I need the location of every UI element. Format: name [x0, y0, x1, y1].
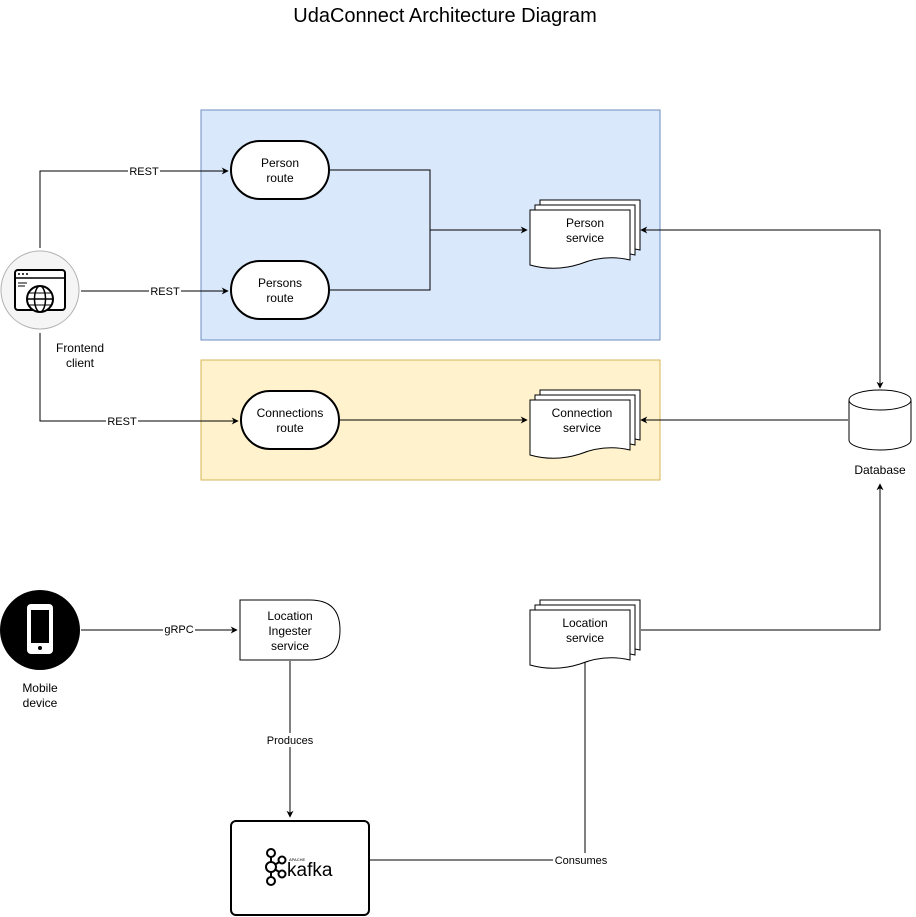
- person-route-line2: route: [266, 171, 294, 185]
- connection-service-node[interactable]: Connection service: [529, 389, 641, 459]
- edge-rest-person-route: REST: [39, 165, 229, 248]
- database-label: Database: [854, 463, 906, 477]
- edge-person-route-to-service: [330, 169, 528, 234]
- persons-route-node[interactable]: Persons route: [230, 260, 330, 320]
- mobile-device-line2: device: [23, 696, 58, 710]
- location-service-line1: Location: [562, 616, 607, 630]
- connections-route-line2: route: [276, 421, 304, 435]
- edge-label-grpc: gRPC: [164, 624, 193, 636]
- frontend-client-node[interactable]: Frontend client: [0, 250, 104, 370]
- edge-label-produces: Produces: [267, 735, 314, 747]
- persons-route-line1: Persons: [258, 276, 302, 290]
- connection-service-line2: service: [563, 421, 601, 435]
- edge-location-service-to-database: [641, 483, 884, 631]
- location-ingester-node[interactable]: Location Ingester service: [239, 599, 341, 661]
- edge-label-rest-persons: REST: [150, 286, 180, 298]
- edge-rest-connections-route: REST: [39, 333, 239, 428]
- diagram-title: UdaConnect Architecture Diagram: [293, 5, 596, 27]
- kafka-node[interactable]: APACHE kafka: [230, 820, 370, 916]
- person-service-line1: Person: [566, 216, 604, 230]
- person-service-node[interactable]: Person service: [529, 199, 641, 269]
- edge-consumes-kafka-location: Consumes: [370, 655, 609, 867]
- edge-rest-persons-route: REST: [81, 285, 229, 298]
- database-node[interactable]: Database: [848, 389, 912, 477]
- persons-route-line2: route: [266, 291, 294, 305]
- kafka-logo-small: APACHE: [289, 857, 305, 862]
- web-browser-globe-icon: [14, 269, 66, 313]
- edge-grpc-mobile-ingester: gRPC: [81, 623, 238, 636]
- connections-route-line1: Connections: [257, 406, 324, 420]
- edge-label-rest-person: REST: [129, 166, 159, 178]
- edge-label-rest-connections: REST: [107, 416, 137, 428]
- location-ingester-line2: Ingester: [268, 624, 311, 638]
- frontend-client-line2: client: [66, 356, 95, 370]
- frontend-client-line1: Frontend: [56, 341, 104, 355]
- kafka-logo-text: kafka: [287, 860, 333, 881]
- connection-service-line1: Connection: [552, 406, 613, 420]
- location-service-node[interactable]: Location service: [529, 599, 641, 669]
- location-ingester-line1: Location: [267, 609, 312, 623]
- edge-person-service-database: [640, 226, 884, 389]
- cylinder-database-icon: [848, 389, 912, 451]
- person-route-node[interactable]: Person route: [230, 140, 330, 200]
- edge-produces-ingester-kafka: Produces: [264, 661, 316, 818]
- location-service-line2: service: [566, 631, 604, 645]
- edge-label-consumes: Consumes: [555, 855, 608, 867]
- mobile-device-node[interactable]: Mobile device: [0, 590, 80, 710]
- person-route-line1: Person: [261, 156, 299, 170]
- mobile-device-line1: Mobile: [22, 681, 58, 695]
- kafka-logo-icon: [265, 848, 287, 886]
- smartphone-icon: [27, 604, 53, 654]
- edge-persons-route-to-service: [330, 230, 431, 291]
- location-ingester-line3: service: [271, 639, 309, 653]
- person-service-line2: service: [566, 231, 604, 245]
- connections-route-node[interactable]: Connections route: [240, 390, 340, 450]
